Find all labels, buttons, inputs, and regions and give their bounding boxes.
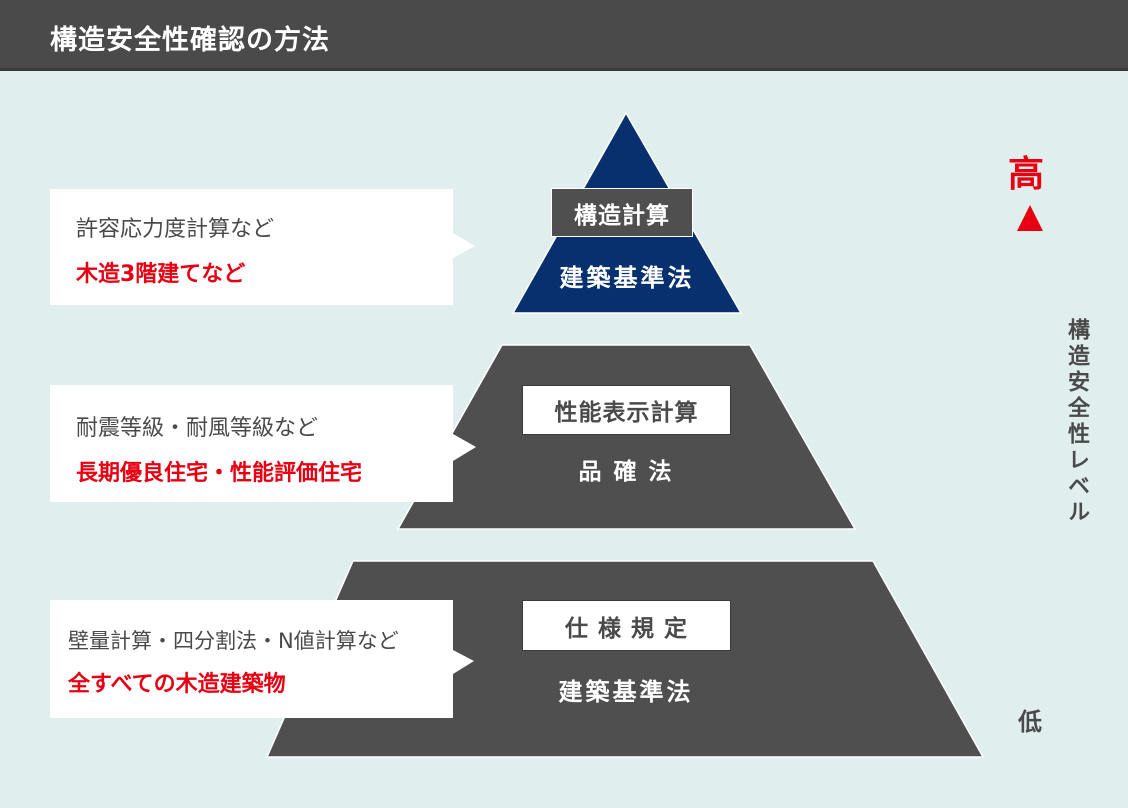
page-title: 構造安全性確認の方法 bbox=[50, 25, 330, 56]
callout-bottom-targets: 全すべての木造建築物 bbox=[68, 672, 286, 697]
level-arrow-head-icon bbox=[1017, 205, 1043, 231]
level-low-label: 低 bbox=[1018, 708, 1042, 736]
law-label-building-standards-bottom: 建築基準法 bbox=[558, 678, 694, 706]
callout-top-methods: 許容応力度計算など bbox=[76, 217, 275, 242]
header-bar: 構造安全性確認の方法 bbox=[0, 0, 1128, 71]
callout-middle-methods: 耐震等級・耐風等級など bbox=[76, 416, 319, 441]
level-axis-label: 構造安全性レベル bbox=[1064, 318, 1089, 526]
callout-box-bottom bbox=[50, 600, 474, 718]
callout-top-targets: 木造3階建てなど bbox=[76, 262, 246, 287]
method-label-performance-calc: 性能表示計算 bbox=[522, 385, 731, 435]
pyramid-middle-trapezoid bbox=[396, 344, 857, 530]
callout-bottom-methods: 壁量計算・四分割法・N値計算など bbox=[68, 629, 399, 653]
callout-box-top bbox=[50, 189, 475, 305]
level-high-label: 高 bbox=[1008, 154, 1045, 195]
callout-box-middle bbox=[50, 385, 476, 502]
law-label-building-standards-top: 建築基準法 bbox=[559, 264, 695, 292]
method-label-structural-calc: 構造計算 bbox=[551, 188, 693, 237]
callout-middle-targets: 長期優良住宅・性能評価住宅 bbox=[76, 461, 363, 486]
law-label-quality-assurance-act: 品 確 法 bbox=[578, 459, 674, 485]
method-label-specification-rules: 仕 様 規 定 bbox=[522, 600, 731, 651]
